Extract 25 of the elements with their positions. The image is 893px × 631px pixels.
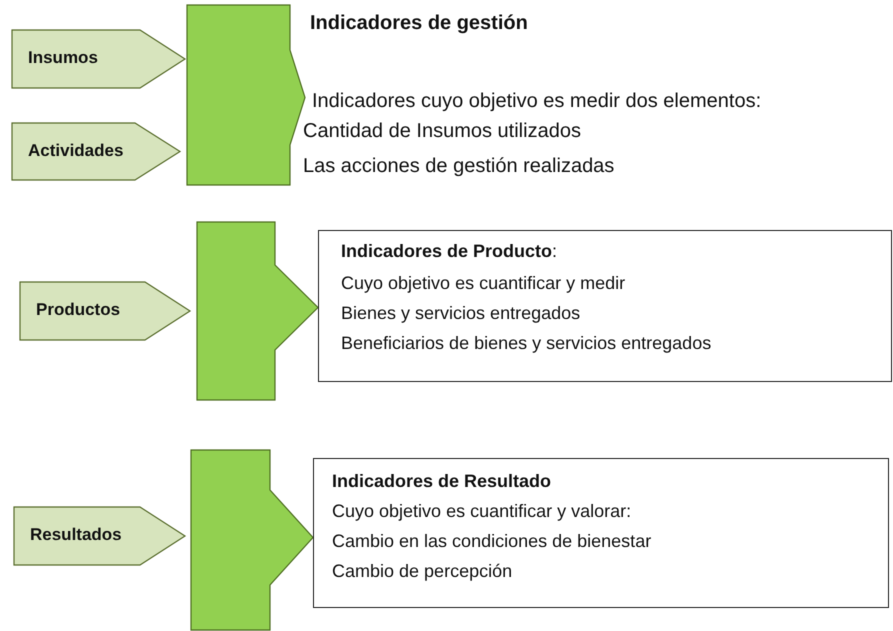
text-line: Las acciones de gestión realizadas bbox=[303, 155, 614, 178]
block-arrow bbox=[190, 449, 314, 631]
pentagon-arrow bbox=[12, 30, 185, 88]
text-line: Cambio de percepción bbox=[332, 561, 512, 582]
pentagon-arrow bbox=[20, 282, 190, 340]
step-label: Resultados bbox=[30, 525, 122, 545]
text-line: Cuyo objetivo es cuantificar y valorar: bbox=[332, 501, 632, 522]
text-line: Bienes y servicios entregados bbox=[341, 303, 580, 324]
text-line: Beneficiarios de bienes y servicios entregados bbox=[341, 333, 712, 354]
step-label: Productos bbox=[36, 300, 120, 320]
block-arrow bbox=[196, 221, 319, 401]
text-line: Indicadores cuyo objetivo es medir dos elementos: bbox=[312, 90, 762, 113]
text-line: Cambio en las condiciones de bienestar bbox=[332, 531, 652, 552]
pentagon-arrow bbox=[12, 123, 180, 180]
indicator-box bbox=[313, 458, 889, 608]
step-label: Actividades bbox=[28, 140, 124, 160]
heading: Indicadores de Producto: bbox=[341, 241, 558, 262]
block-arrow bbox=[186, 4, 306, 186]
pentagon-arrow bbox=[14, 507, 185, 565]
indicator-box bbox=[318, 230, 892, 382]
text-line: Cuyo objetivo es cuantificar y medir bbox=[341, 273, 626, 294]
heading: Indicadores de gestión bbox=[310, 12, 528, 35]
step-label: Insumos bbox=[28, 48, 98, 68]
heading: Indicadores de Resultado bbox=[332, 471, 552, 492]
text-line: Cantidad de Insumos utilizados bbox=[303, 120, 581, 143]
